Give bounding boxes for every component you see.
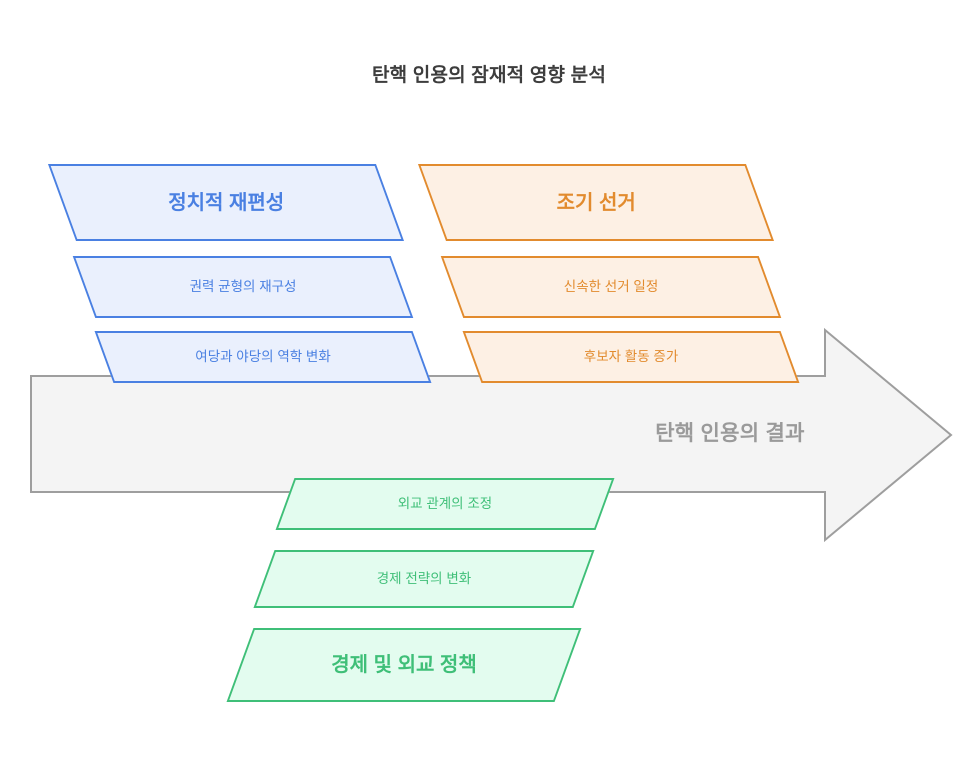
group-green-item-0[interactable]: 외교 관계의 조정 bbox=[275, 478, 615, 530]
group-blue-item-1[interactable]: 여당과 야당의 역학 변화 bbox=[94, 331, 432, 383]
group-orange-item-0[interactable]: 신속한 선거 일정 bbox=[440, 256, 782, 318]
group-green-item-1[interactable]: 경제 전략의 변화 bbox=[253, 550, 595, 608]
group-orange-heading[interactable]: 조기 선거 bbox=[417, 164, 775, 241]
group-green-heading-label: 경제 및 외교 정책 bbox=[331, 654, 477, 676]
group-green-item-1-label: 경제 전략의 변화 bbox=[376, 570, 472, 586]
group-orange-heading-label: 조기 선거 bbox=[556, 191, 636, 214]
group-orange-item-1[interactable]: 후보자 활동 증가 bbox=[462, 331, 800, 383]
group-blue-item-0-label: 권력 균형의 재구성 bbox=[189, 278, 297, 294]
group-blue-item-0[interactable]: 권력 균형의 재구성 bbox=[72, 256, 414, 318]
group-orange-item-0-label: 신속한 선거 일정 bbox=[563, 278, 659, 294]
group-green-heading[interactable]: 경제 및 외교 정책 bbox=[226, 628, 582, 702]
page-title: 탄핵 인용의 잠재적 영향 분석 bbox=[371, 65, 607, 86]
group-orange-item-1-label: 후보자 활동 증가 bbox=[583, 348, 679, 364]
group-blue-item-1-label: 여당과 야당의 역학 변화 bbox=[195, 348, 331, 364]
arrow-label: 탄핵 인용의 결과 bbox=[655, 422, 805, 445]
group-blue-heading[interactable]: 정치적 재편성 bbox=[47, 164, 405, 241]
group-blue-heading-label: 정치적 재편성 bbox=[168, 191, 284, 214]
group-green-item-0-label: 외교 관계의 조정 bbox=[397, 495, 493, 511]
